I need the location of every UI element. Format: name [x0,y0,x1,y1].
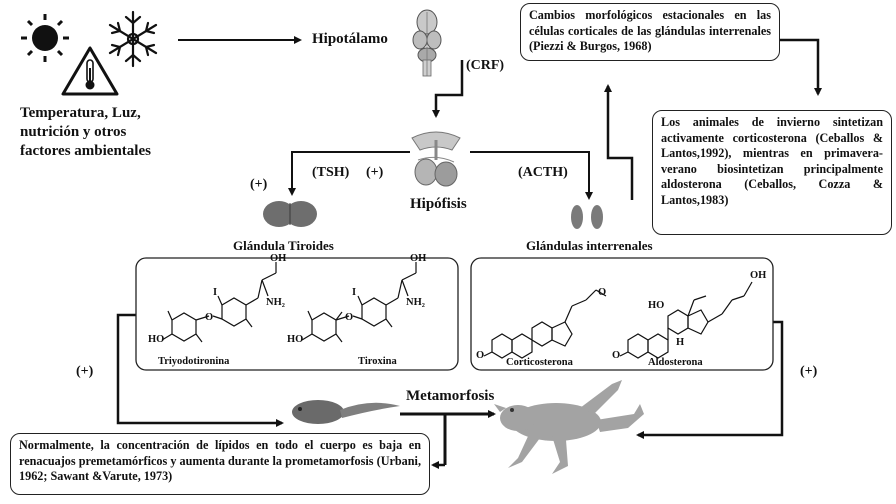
tsh-label: (TSH) [312,165,350,180]
cort-ester-o-label: O [598,287,607,298]
crf-label: (CRF) [466,58,505,73]
corticosterone-structure [483,289,607,359]
metamorphosis-label: Metamorfosis [406,388,495,404]
snowflake-icon [108,10,158,68]
arrow-corticoids-to-frog [636,320,784,439]
interrenal-label: Glándulas interrenales [526,238,653,253]
triiodothyronine-label: Triyodotironina [158,356,230,367]
winter-corticosterone-note: Los animales de invierno sintetizan acti… [652,110,892,235]
acth-label: (ACTH) [518,165,568,180]
t4-o-label: O [345,312,354,323]
environment-label: Temperatura, Luz, nutrición y otros fact… [20,104,151,161]
arrow-seasonal-to-winter-note [780,38,822,96]
interrenal-effect-plus-label: (+) [800,364,818,379]
thyroid-plus-label: (+) [250,177,268,192]
thyroid-gland-icon [263,201,317,227]
aldo-h-label: H [676,337,685,348]
thyroid-effect-plus-label: (+) [76,364,94,379]
t4-oh-label: OH [410,253,427,264]
aldo-o-label: O [612,350,621,361]
aldosterone-structure [619,281,753,359]
frog-icon [494,380,644,474]
corticoids-box [470,257,774,371]
thermometer-warning-icon [61,46,119,96]
t3-ho-label: HO [148,334,165,345]
t4-nh2-label: NH₂ [406,297,425,308]
tsh-plus-label: (+) [366,165,384,180]
pituitary-label: Hipófisis [410,196,467,212]
t3-nh2-label: NH₂ [266,297,285,308]
triiodothyronine-structure [161,262,277,343]
seasonal-changes-note: Cambios morfológicos estacionales en las… [520,3,780,61]
lipids-text: Normalmente, la concentración de lípidos… [19,438,421,483]
t4-ho-label: HO [287,334,304,345]
thyroid-label: Glándula Tiroides [233,238,334,253]
aldo-oh-label: OH [750,270,767,281]
seasonal-changes-text: Cambios morfológicos estacionales en las… [529,8,771,53]
arrow-metamorphosis [400,410,496,469]
arrow-pituitary-to-thyroid [288,151,410,196]
aldosterone-label: Aldosterona [648,357,703,368]
lipids-note: Normalmente, la concentración de lípidos… [10,433,430,495]
sun-icon [21,14,69,62]
arrow-thyroid-hormones-to-tadpole [116,313,284,427]
thyroid-hormones-box [135,257,459,371]
t3-oh-label: OH [270,253,287,264]
brain-icon [412,9,442,77]
corticosterone-label: Corticosterona [506,357,573,368]
thyroxine-label: Tiroxina [358,356,397,367]
cort-o-label: O [476,350,485,361]
arrow-interrenal-to-seasonal-note [604,84,634,200]
t3-o-label: O [205,312,214,323]
arrow-pituitary-to-interrenal [470,151,593,200]
interrenal-glands-icon [571,205,603,229]
arrow-hypothalamus-to-pituitary [432,60,464,118]
aldo-ho-label: HO [648,300,665,311]
pituitary-icon [411,131,461,187]
thyroxine-structure [301,262,417,343]
environment-line-3: factores ambientales [20,143,151,159]
t4-i-label: I [352,287,357,298]
environment-line-1: Temperatura, Luz, [20,105,141,121]
t3-i-label: I [213,287,218,298]
environment-line-2: nutrición y otros [20,124,127,140]
winter-corticosterone-text: Los animales de invierno sintetizan acti… [661,115,883,207]
tadpole-icon [292,400,400,424]
hypothalamus-label: Hipotálamo [312,31,388,47]
